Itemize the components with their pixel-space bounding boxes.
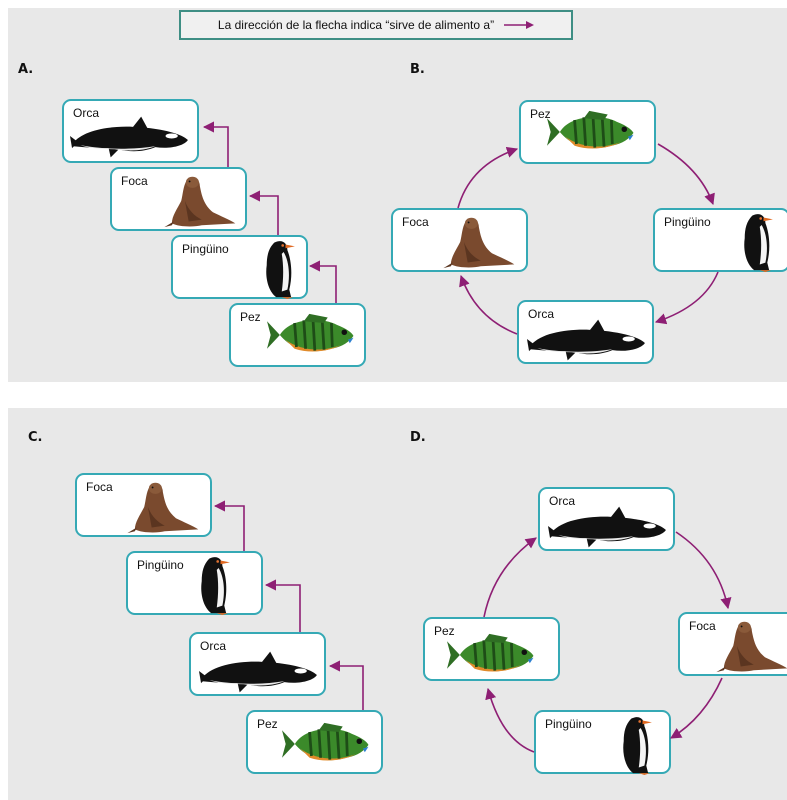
seal-icon xyxy=(439,214,515,270)
card-label: Pez xyxy=(240,310,261,324)
card-c-orca: Orca xyxy=(189,632,326,696)
card-label: Foca xyxy=(86,480,113,494)
card-d-seal: Foca xyxy=(678,612,787,676)
card-a-fish: Pez xyxy=(229,303,366,367)
card-d-fish: Pez xyxy=(423,617,560,681)
penguin-icon xyxy=(259,237,297,299)
card-label: Pez xyxy=(257,717,278,731)
seal-icon xyxy=(712,618,787,674)
fish-icon xyxy=(547,108,639,156)
penguin-icon xyxy=(194,553,232,615)
arrow-icon xyxy=(504,21,535,29)
card-c-fish: Pez xyxy=(246,710,383,774)
card-label: Orca xyxy=(549,494,576,508)
fish-icon xyxy=(267,311,359,359)
option-d-label: D. xyxy=(410,430,426,445)
card-label: Pingüino xyxy=(664,215,711,229)
card-a-seal: Foca xyxy=(110,167,247,231)
card-c-penguin: Pingüino xyxy=(126,551,263,615)
card-label: Pingüino xyxy=(182,242,229,256)
penguin-icon xyxy=(616,713,654,775)
legend-box: La dirección de la flecha indica “sirve … xyxy=(179,10,573,40)
legend-text: La dirección de la flecha indica “sirve … xyxy=(217,18,495,32)
card-label: Pez xyxy=(530,107,551,121)
card-b-penguin: Pingüino xyxy=(653,208,787,272)
card-label: Orca xyxy=(528,307,555,321)
option-c-label: C. xyxy=(28,430,43,445)
card-label: Foca xyxy=(689,619,716,633)
card-d-penguin: Pingüino xyxy=(534,710,671,774)
card-label: Orca xyxy=(200,639,227,653)
penguin-icon xyxy=(737,210,775,272)
orca-icon xyxy=(527,318,649,362)
orca-icon xyxy=(199,650,321,694)
card-label: Foca xyxy=(402,215,429,229)
card-d-orca: Orca xyxy=(538,487,675,551)
orca-icon xyxy=(548,505,670,549)
seal-icon xyxy=(123,479,199,535)
option-a-label: A. xyxy=(18,62,34,77)
card-label: Foca xyxy=(121,174,148,188)
option-b-label: B. xyxy=(410,62,425,77)
card-b-orca: Orca xyxy=(517,300,654,364)
orca-icon xyxy=(70,115,192,159)
card-label: Orca xyxy=(73,106,100,120)
card-c-seal: Foca xyxy=(75,473,212,537)
card-label: Pingüino xyxy=(545,717,592,731)
card-label: Pez xyxy=(434,624,455,638)
card-label: Pingüino xyxy=(137,558,184,572)
card-a-orca: Orca xyxy=(62,99,199,163)
card-b-seal: Foca xyxy=(391,208,528,272)
fish-icon xyxy=(282,720,374,768)
card-b-fish: Pez xyxy=(519,100,656,164)
fish-icon xyxy=(447,631,539,679)
card-a-penguin: Pingüino xyxy=(171,235,308,299)
seal-icon xyxy=(160,173,236,229)
